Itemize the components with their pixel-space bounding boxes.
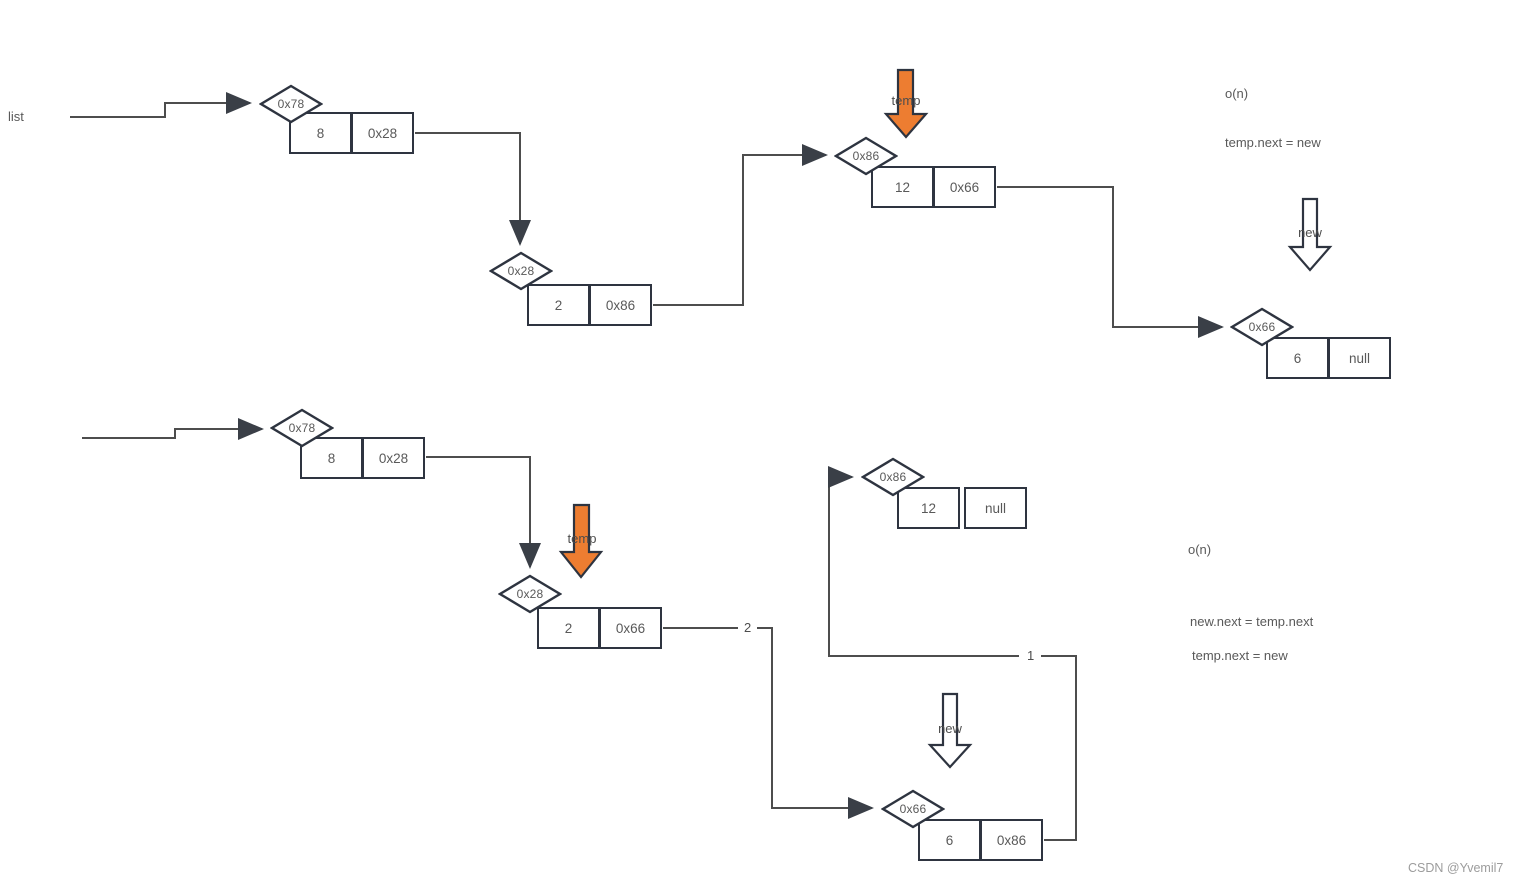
operation-note-top: temp.next = new [1225,135,1321,150]
address-diamond-icon [881,789,945,829]
node-value: 2 [554,297,563,313]
operation-note-bottom-1: new.next = temp.next [1190,614,1314,629]
node-next-cell: 0x66 [599,607,662,649]
wire-step1-segment-b [828,466,1019,657]
node-cells-bottom-0x66: 6 0x86 [918,819,1043,861]
wire-step1-segment-a [1041,655,1077,841]
node-address-label: 0x86 [879,470,907,484]
node-value-cell: 6 [918,819,981,861]
address-diamond-icon [259,84,323,124]
node-next-cell: 0x86 [589,284,652,326]
wire-0x78-to-0x28 [415,132,531,246]
temp-pointer-label-bottom: temp [567,531,597,546]
complexity-note-top: o(n) [1225,86,1249,101]
address-diamond-icon [498,574,562,614]
node-value: 12 [894,179,911,195]
address-diamond-icon [834,136,898,176]
node-address-label: 0x78 [288,421,316,435]
node-cells-bottom-0x86: 12 null [897,487,1027,529]
node-address-label: 0x66 [899,802,927,816]
node-address-bottom-0x78: 0x78 [270,408,334,448]
wire-0x86-to-0x66 [997,186,1224,338]
node-next: 0x66 [615,620,646,636]
step-2-label: 2 [742,620,754,635]
node-cells-top-0x28: 2 0x86 [527,284,652,326]
wire-0x78-to-0x28-bottom [426,456,541,569]
temp-pointer-arrow-icon-bottom [558,503,604,579]
step-1-label: 1 [1025,648,1037,663]
node-value: 8 [327,450,336,466]
node-next: null [984,500,1006,516]
node-next-cell: null [1328,337,1391,379]
node-address-bottom-0x28: 0x28 [498,574,562,614]
new-pointer-label-bottom: new [938,721,962,736]
node-address-label: 0x66 [1248,320,1276,334]
address-diamond-icon [489,251,553,291]
node-next-cell: 0x28 [362,437,425,479]
complexity-note-bottom: o(n) [1188,542,1212,557]
node-next-cell: null [964,487,1027,529]
node-address-label: 0x78 [277,97,305,111]
list-head-label: list [8,109,24,124]
node-cells-top-0x66: 6 null [1266,337,1391,379]
node-address-label: 0x86 [852,149,880,163]
node-value: 8 [316,125,325,141]
node-address-label: 0x28 [507,264,535,278]
node-address-bottom-0x86: 0x86 [861,457,925,497]
node-next: 0x28 [367,125,398,141]
new-pointer-label-top: new [1298,225,1322,240]
node-address-top-0x66: 0x66 [1230,307,1294,347]
address-diamond-icon [1230,307,1294,347]
node-address-label: 0x28 [516,587,544,601]
node-value-cell: 2 [537,607,600,649]
temp-pointer-label-top: temp [891,93,921,108]
node-address-top-0x86: 0x86 [834,136,898,176]
wire-list-to-0x78 [70,92,252,118]
node-value: 6 [1293,350,1302,366]
new-pointer-arrow-icon-bottom [927,692,973,769]
node-value-cell: 6 [1266,337,1329,379]
node-value: 2 [564,620,573,636]
node-cells-top-0x86: 12 0x66 [871,166,996,208]
node-next-cell: 0x66 [933,166,996,208]
node-address-top-0x78: 0x78 [259,84,323,124]
node-value-cell: 12 [897,487,960,529]
node-cells-bottom-0x78: 8 0x28 [300,437,425,479]
operation-note-bottom-2: temp.next = new [1192,648,1288,663]
node-value: 12 [920,500,937,516]
node-address-bottom-0x66: 0x66 [881,789,945,829]
node-next: 0x86 [605,297,636,313]
wire-0x28-to-0x86 [653,144,828,306]
temp-pointer-arrow-icon-top [883,68,929,139]
new-pointer-arrow-icon-top [1287,197,1333,272]
node-value-cell: 2 [527,284,590,326]
node-value-cell: 8 [289,112,352,154]
node-next: 0x28 [378,450,409,466]
node-value: 6 [945,832,954,848]
node-next: 0x66 [949,179,980,195]
wire-head-to-0x78-bottom [82,418,264,440]
address-diamond-icon [270,408,334,448]
node-address-top-0x28: 0x28 [489,251,553,291]
node-value-cell: 8 [300,437,363,479]
address-diamond-icon [861,457,925,497]
node-cells-top-0x78: 8 0x28 [289,112,414,154]
watermark: CSDN @Yvemil7 [1408,861,1504,875]
wire-step2-segment-b [757,627,874,819]
node-next: 0x86 [996,832,1027,848]
node-cells-bottom-0x28: 2 0x66 [537,607,662,649]
node-next-cell: 0x86 [980,819,1043,861]
node-next-cell: 0x28 [351,112,414,154]
node-next: null [1348,350,1370,366]
